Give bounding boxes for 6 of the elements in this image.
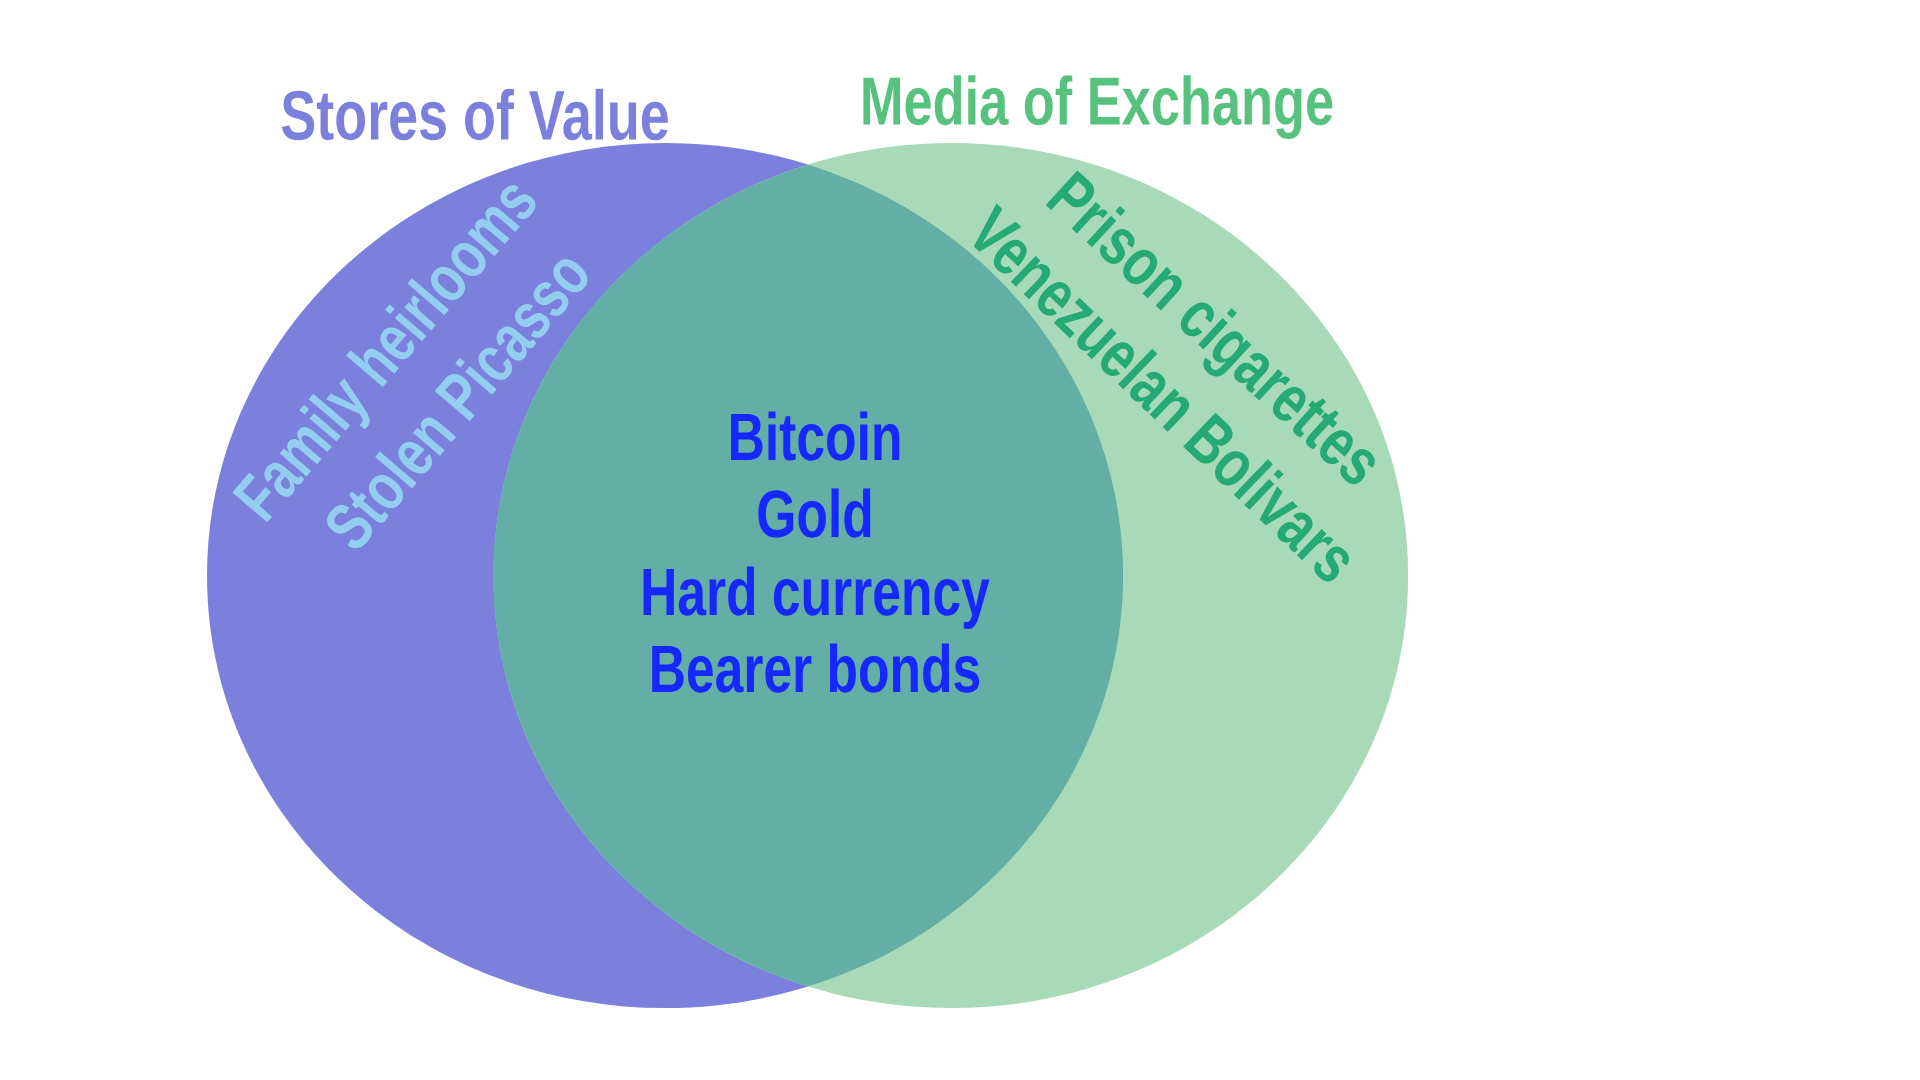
item-label: Bearer bonds: [652, 643, 980, 693]
set-heading: Media of Exchange: [863, 75, 1333, 139]
item-label: Gold: [758, 488, 871, 538]
set-heading: Stores of Value: [281, 88, 668, 141]
item-label: Bitcoin: [731, 411, 900, 461]
item-label: Hard currency: [643, 566, 990, 629]
